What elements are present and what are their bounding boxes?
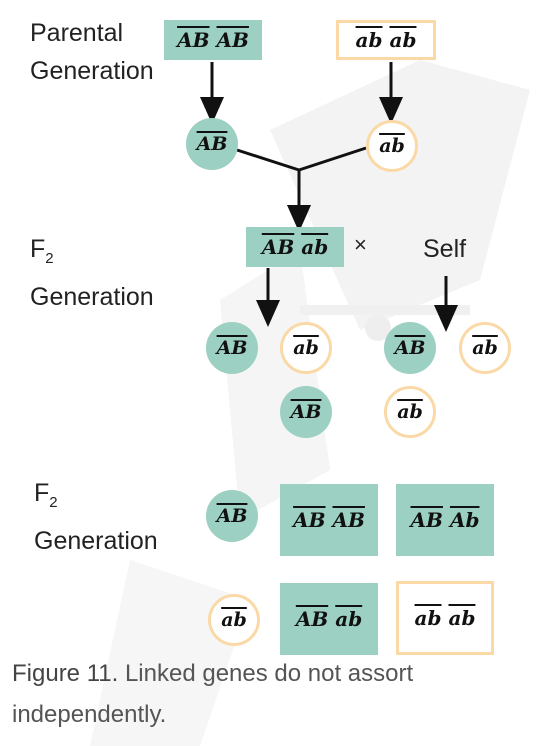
gamete-ab-left: ab [280, 322, 332, 374]
gamete-AB-bottom: AB [280, 386, 332, 438]
join-right [298, 146, 367, 172]
caption-figure-number: Figure 11. [12, 660, 119, 687]
label-parental: Parental Generation [30, 19, 154, 85]
punnett-row1-gamete-AB: AB [206, 490, 258, 542]
gamete-AB: AB [186, 118, 238, 170]
label-self: Self [423, 235, 467, 263]
cross-symbol: × [354, 232, 367, 257]
gamete-AB-right: AB [384, 322, 436, 374]
gamete-ab-right: ab [459, 322, 511, 374]
punnett-row2-gamete-ab: ab [208, 594, 260, 646]
caption-text: Linked genes do not assort independently… [12, 660, 414, 728]
figure-caption: Figure 11. Linked genes do not assort in… [12, 653, 532, 735]
label-f2-first: F2 Generation [30, 235, 154, 311]
gamete-ab: ab [366, 120, 418, 172]
gamete-AB-left: AB [206, 322, 258, 374]
join-left [236, 148, 300, 172]
label-f2-second: F2 Generation [34, 479, 158, 555]
gamete-ab-bottom: ab [384, 386, 436, 438]
